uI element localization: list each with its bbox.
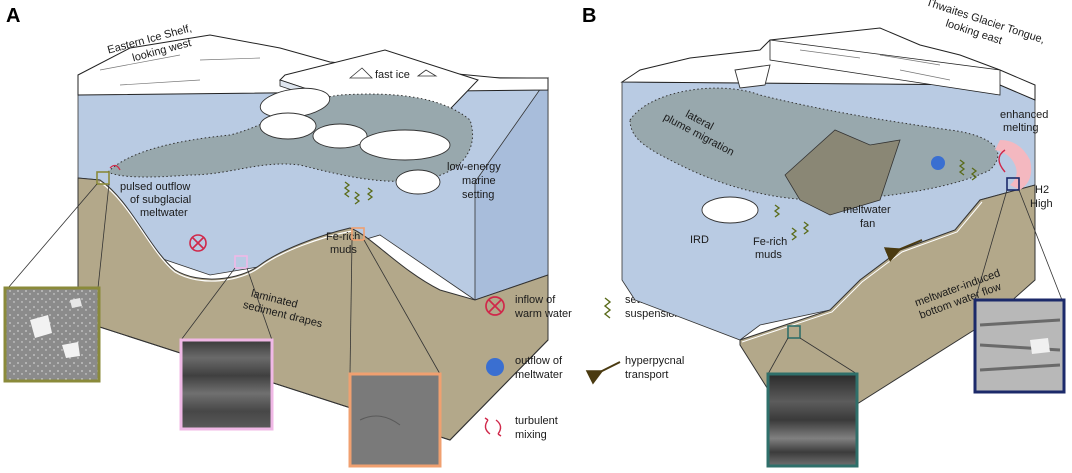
thumbnail-teal <box>766 372 859 468</box>
h2-label-2: High <box>1030 198 1053 210</box>
thumb-marker-navy <box>1006 177 1020 191</box>
iceberg-b-1 <box>701 196 759 224</box>
settling-icons-b <box>773 159 978 241</box>
icebergs-a <box>259 87 451 195</box>
thumb-connectors-b <box>767 189 1063 375</box>
legend-hyperpycnal-label-1: hyperpycnal <box>625 355 684 367</box>
turbulent-mixing-b <box>998 149 1006 173</box>
iceberg-b-2 <box>734 64 771 89</box>
outflow-marker-b <box>931 156 945 170</box>
thumbnail-orange <box>348 372 442 468</box>
legend-outflow-icon <box>486 358 504 376</box>
meltwater-fan <box>784 129 901 216</box>
inflow-symbol-a <box>189 234 207 252</box>
panel-b-letter: B <box>582 5 596 27</box>
turbulence-marker-a <box>109 164 121 171</box>
hyperpycnal-arrow-b <box>883 239 923 262</box>
ird-label: IRD <box>690 234 709 246</box>
legend-turbulent-label-1: turbulent <box>515 415 558 427</box>
fe-rich-label-a-2: muds <box>330 244 357 256</box>
panel-b-plume <box>629 87 999 201</box>
fe-rich-label-a-1: Fe-rich <box>326 231 360 243</box>
legend-outflow-label-1: outflow of <box>515 355 563 367</box>
panel-a: A fast ice Eastern Ice Shelf, looki <box>3 5 549 468</box>
legend-inflow-label-2: warm water <box>514 308 572 320</box>
thumb-marker-teal <box>787 325 801 339</box>
meltwater-fan-label-2: fan <box>860 218 875 230</box>
legend-turbulent-icon <box>484 417 502 437</box>
enhanced-melting-zone <box>995 140 1032 190</box>
thumbnail-pink <box>179 338 274 431</box>
enhanced-melting-label-1: enhanced <box>1000 109 1048 121</box>
enhanced-melting-label-2: melting <box>1003 122 1038 134</box>
low-energy-label-1: low-energy <box>447 161 501 173</box>
thumbnail-navy <box>973 298 1066 394</box>
panel-a-letter: A <box>6 5 20 27</box>
pulsed-outflow-label-2: of subglacial <box>130 194 191 206</box>
fe-rich-label-b-1: Fe-rich <box>753 236 787 248</box>
thumb-marker-orange <box>351 227 365 241</box>
legend-hyperpycnal-label-2: transport <box>625 369 668 381</box>
thumb-connectors-a <box>7 183 441 375</box>
fast-ice-label: fast ice <box>375 69 410 81</box>
thumb-marker-olive <box>96 171 110 185</box>
legend-inflow-label-1: inflow of <box>515 294 556 306</box>
legend-hyperpycnal-icon <box>585 361 621 385</box>
thumb-marker-pink <box>234 255 248 269</box>
low-energy-label-2: marine <box>462 175 496 187</box>
low-energy-label-3: setting <box>462 189 494 201</box>
meltwater-fan-label-1: meltwater <box>843 204 891 216</box>
fe-rich-label-b-2: muds <box>755 249 782 261</box>
thumbnail-olive <box>3 286 101 383</box>
pulsed-outflow-label-1: pulsed outflow <box>120 181 190 193</box>
settling-icons-a <box>343 181 374 205</box>
legend-inflow-icon <box>485 296 505 316</box>
h2-label-1: H2 <box>1035 184 1049 196</box>
panel-b: B Thwaites Glacier Tong <box>582 0 1066 468</box>
legend-settling-icon <box>603 297 612 319</box>
legend-turbulent-label-2: mixing <box>515 429 547 441</box>
legend-outflow-label-2: meltwater <box>515 369 563 381</box>
pulsed-outflow-label-3: meltwater <box>140 207 188 219</box>
